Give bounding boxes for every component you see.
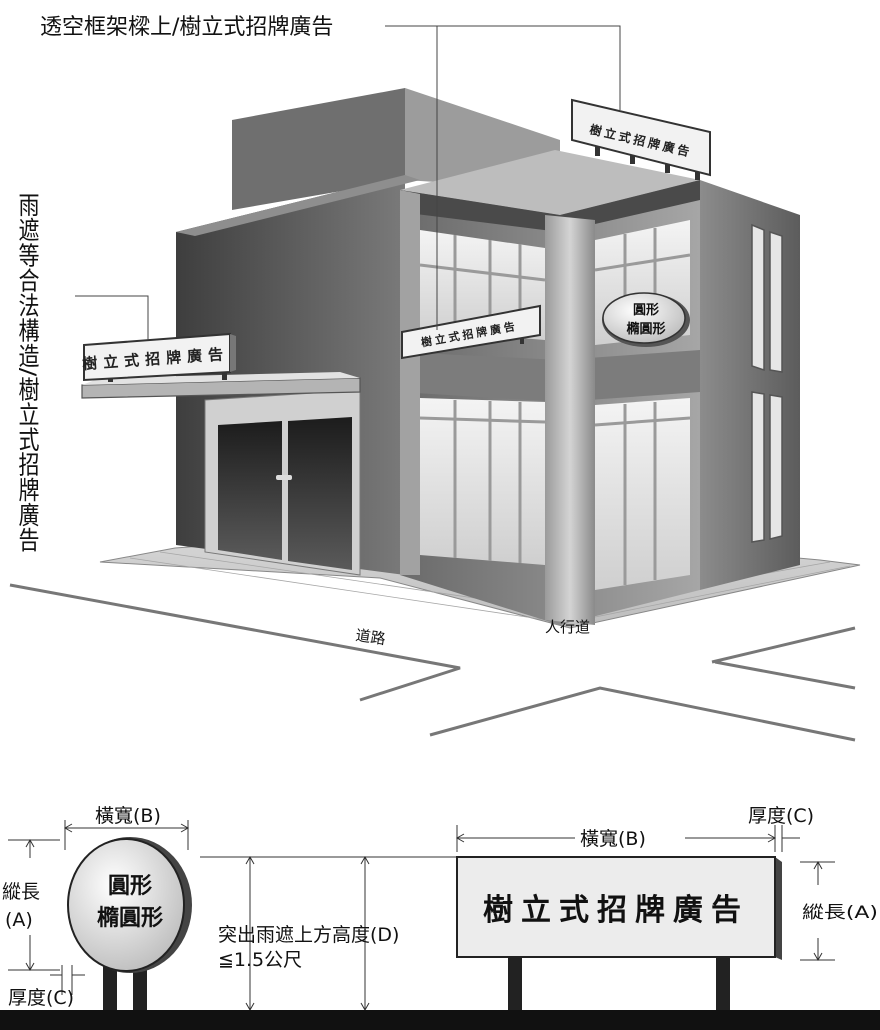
left-callout-text: 雨遮等合法構造/樹立式招牌廣告 <box>16 192 40 553</box>
height-limit-line2: ≦1.5公尺 <box>218 949 302 971</box>
height-limit-line1: 突出雨遮上方高度(D) <box>218 924 399 946</box>
ground-bar <box>0 1010 880 1030</box>
oval-sign-line1: 圓形 <box>633 303 659 318</box>
left-dimension-lines <box>8 820 190 995</box>
round-sign-line2: 橢圓形 <box>97 905 163 931</box>
sidewalk-label: 人行道 <box>545 618 590 636</box>
left-pillar <box>400 190 420 575</box>
thickness-label-left: 厚度(C) <box>8 987 74 1009</box>
canopy-top <box>82 372 360 385</box>
top-callout-text: 透空框架樑上/樹立式招牌廣告 <box>40 15 333 40</box>
door-right <box>288 417 352 570</box>
slit-windows <box>751 223 783 543</box>
rect-sign-detail: 樹立式招牌廣告 <box>456 856 782 1010</box>
width-label-left: 橫寬(B) <box>95 805 161 827</box>
glass-lower-right <box>595 398 690 590</box>
thickness-label-right: 厚度(C) <box>748 805 814 827</box>
left-block-top <box>176 175 420 236</box>
window-mullions <box>419 228 691 585</box>
canopy <box>81 377 361 399</box>
height-code-left: (A) <box>5 909 33 931</box>
canopy-sign: 樹立式招牌廣告 <box>82 332 236 382</box>
roof-sign: 樹立式招牌廣告 <box>571 98 711 180</box>
glass-lower-left <box>420 398 545 565</box>
height-label-left: 縱長 <box>2 881 40 903</box>
frame-top-beam <box>400 180 700 232</box>
height-limit-lines <box>200 855 460 1012</box>
road-lines <box>9 583 856 742</box>
height-label-right: 縱長(A) <box>802 903 878 923</box>
top-callout: 透空框架樑上/樹立式招牌廣告 <box>40 15 621 330</box>
main-block-right-wall <box>700 180 800 590</box>
door-left <box>218 421 282 560</box>
oval-sign-line2: 橢圓形 <box>626 321 665 337</box>
round-sign-line1: 圓形 <box>108 874 152 899</box>
road-label: 道路 <box>354 626 386 648</box>
corner-pillar <box>545 215 595 625</box>
left-callout: 雨遮等合法構造/樹立式招牌廣告 <box>16 192 149 553</box>
width-label-right: 橫寬(B) <box>580 828 646 850</box>
oval-sign: 圓形 橢圓形 <box>602 292 690 347</box>
rear-block-front <box>232 88 405 210</box>
round-sign-detail: 圓形 橢圓形 <box>67 837 192 1010</box>
width-label-right-bg <box>575 828 685 848</box>
rect-sign-text: 樹立式招牌廣告 <box>483 893 749 928</box>
building-illustration: 樹立式招牌廣告 樹立式招牌廣告 圓形 橢圓形 樹立式招牌廣告 <box>81 88 861 629</box>
door-handle <box>276 475 292 480</box>
